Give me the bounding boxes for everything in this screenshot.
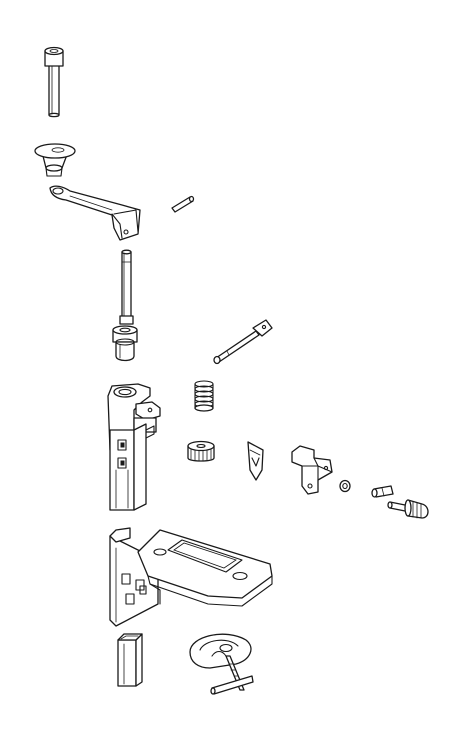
crank-handle-icon <box>49 185 141 241</box>
cutter-arm-icon <box>213 319 273 365</box>
shaft-icon <box>119 249 134 325</box>
bushing-icon <box>112 325 138 362</box>
blade-icon <box>247 441 264 481</box>
gear-icon <box>187 440 215 462</box>
socket-cap-screw-icon <box>44 46 64 118</box>
knob-icon <box>34 143 76 177</box>
thumb-screw-icon <box>387 499 429 519</box>
small-pin-icon <box>371 485 394 498</box>
washer-icon <box>339 479 351 493</box>
column-icon <box>107 383 161 511</box>
spring-icon <box>194 380 214 412</box>
base-plate-icon <box>109 527 273 627</box>
bracket-icon <box>291 445 333 495</box>
square-tube-icon <box>117 633 143 687</box>
pin-icon <box>171 195 195 213</box>
clamp-icon <box>189 633 254 695</box>
